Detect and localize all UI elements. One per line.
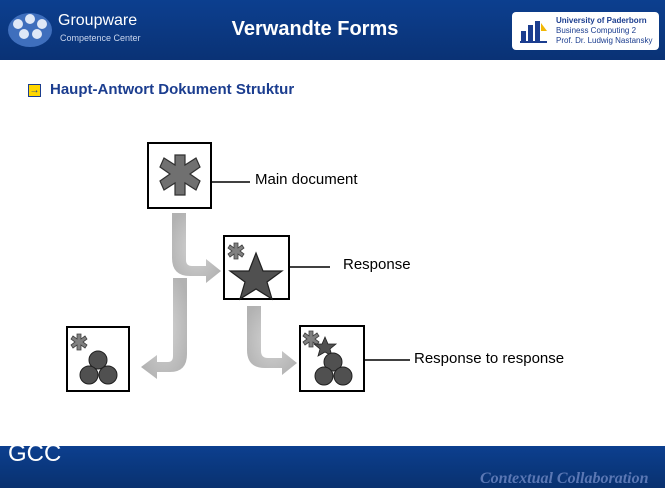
footer-watermark: Contextual Collaboration: [480, 470, 649, 487]
arrow-to-left-response: [141, 278, 187, 379]
response-label: Response: [343, 256, 411, 273]
club-icon: [79, 350, 118, 385]
small-asterisk-icon: [70, 333, 88, 351]
small-asterisk-icon: [227, 242, 245, 260]
logo-title: Groupware: [58, 12, 138, 29]
header-bar: Groupware Competence Center Verwandte Fo…: [0, 0, 665, 60]
slide-subtitle: Haupt-Antwort Dokument Struktur: [50, 81, 295, 98]
main-document-box: [147, 142, 212, 209]
page-number: 10: [642, 435, 654, 446]
footer-brand: GCC: [8, 440, 62, 467]
main-document-label: Main document: [255, 171, 358, 188]
asterisk-icon: [159, 154, 201, 196]
slide-title: Verwandte Forms: [231, 18, 399, 40]
university-emblem-icon: [520, 21, 547, 43]
arrow-right-box-icon: →: [28, 84, 41, 97]
university-line-1: University of Paderborn: [556, 16, 647, 25]
small-asterisk-icon: [302, 330, 320, 348]
star-icon: [228, 251, 284, 301]
groupware-people-icon: [8, 13, 52, 47]
response-box: [223, 235, 290, 301]
arrow-to-response-to-response: [247, 306, 297, 375]
university-text: University of Paderborn Business Computi…: [556, 16, 652, 46]
university-logo: University of Paderborn Business Computi…: [512, 12, 659, 50]
club-icon: [314, 352, 353, 386]
groupware-logo: Groupware Competence Center: [6, 4, 176, 54]
left-response-box: [66, 326, 130, 392]
response-to-response-box: [299, 325, 365, 392]
arrow-to-response: [172, 213, 221, 283]
university-line-3: Prof. Dr. Ludwig Nastansky: [556, 36, 653, 45]
response-to-response-label: Response to response: [414, 350, 565, 367]
small-star-icon: [312, 335, 338, 357]
footer-bar: [0, 446, 665, 488]
university-line-2: Business Computing 2: [556, 26, 637, 35]
logo-subtitle: Competence Center: [60, 33, 141, 43]
